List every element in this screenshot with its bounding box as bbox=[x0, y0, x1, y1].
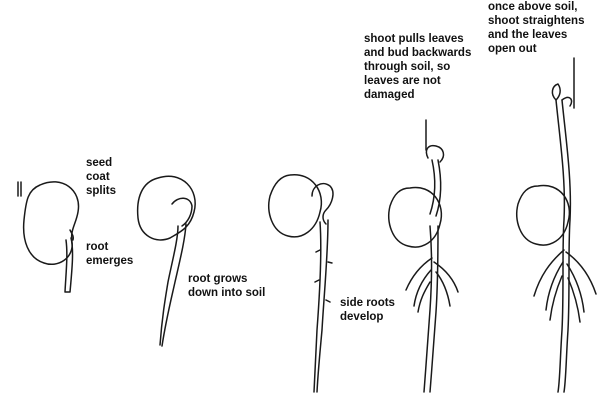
stem-5 bbox=[556, 100, 570, 392]
seed-2 bbox=[138, 176, 196, 240]
stage-3-seed bbox=[269, 175, 333, 392]
mark-1 bbox=[18, 182, 21, 196]
stage-2-seed bbox=[138, 176, 196, 346]
shoot-4 bbox=[430, 160, 441, 216]
root-2 bbox=[160, 224, 186, 346]
label-root-grows: root grows down into soil bbox=[188, 272, 265, 300]
label-shoot-pulls-leaves: shoot pulls leaves and bud backwards thr… bbox=[364, 32, 471, 102]
root-3 bbox=[314, 220, 328, 392]
shoot-bud-2 bbox=[172, 198, 192, 226]
stage-1-seed bbox=[18, 182, 79, 292]
root-hairs-3 bbox=[315, 250, 332, 302]
label-root-emerges: root emerges bbox=[86, 240, 133, 268]
label-shoot-straightens: once above soil, shoot straightens and t… bbox=[488, 0, 584, 56]
seed-1 bbox=[24, 182, 79, 264]
shoot-hook-3 bbox=[312, 184, 333, 224]
label-side-roots-develop: side roots develop bbox=[340, 296, 395, 324]
roots-5 bbox=[534, 250, 596, 322]
stem-4 bbox=[424, 226, 438, 392]
stage-5-seed bbox=[517, 58, 596, 392]
shoot-hook-4 bbox=[426, 146, 443, 162]
seed-5 bbox=[517, 185, 570, 245]
seed-3 bbox=[269, 175, 322, 237]
root-1 bbox=[65, 238, 73, 292]
stage-4-seed bbox=[389, 120, 458, 392]
label-seed-coat-splits: seed coat splits bbox=[86, 156, 116, 198]
